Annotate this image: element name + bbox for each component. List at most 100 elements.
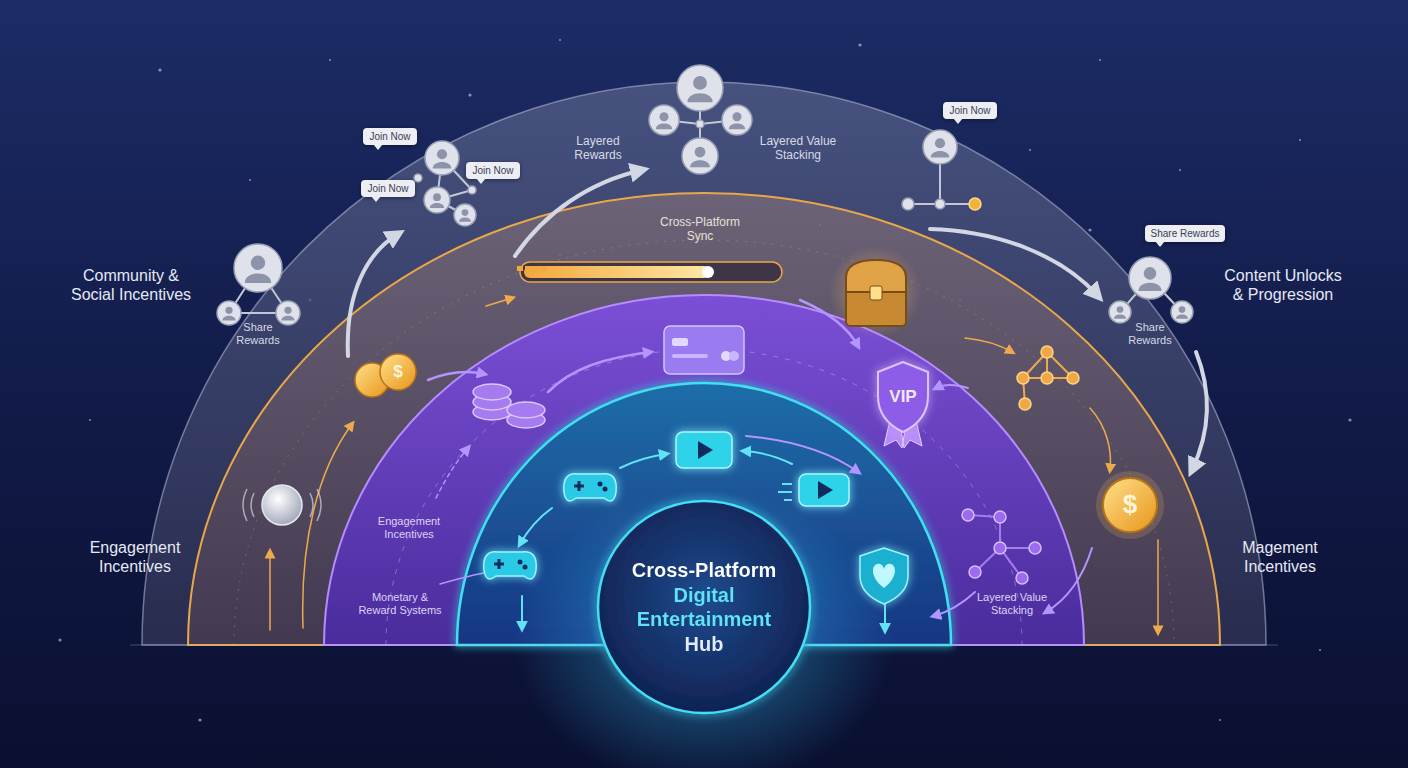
progress-tick: [541, 266, 547, 271]
star: [1088, 228, 1091, 231]
person-head: [225, 307, 232, 314]
person-disc: [1109, 301, 1131, 323]
network-dot: [1067, 372, 1079, 384]
person-icon: [923, 130, 957, 164]
band-label: Engagement Incentives: [364, 515, 454, 541]
star: [559, 39, 561, 41]
network-dot: [969, 198, 981, 210]
person-disc: [424, 187, 450, 213]
network-dot: [1017, 372, 1029, 384]
person-head: [733, 112, 742, 121]
star: [1179, 169, 1181, 171]
person-icon: [1109, 301, 1131, 323]
gamepad-button: [523, 565, 528, 570]
gamepad-button: [603, 487, 608, 492]
star: [249, 179, 251, 181]
person-head: [437, 149, 447, 159]
star: [1299, 139, 1301, 141]
coin-stack: [473, 384, 511, 400]
band-label: Monetary & Reward Systems: [355, 591, 445, 617]
progress-tick: [517, 266, 523, 271]
badge-text: VIP: [883, 387, 923, 407]
icon-caption: Layered Value Stacking: [748, 134, 848, 163]
gamepad-icon: [564, 474, 616, 501]
icon-caption: Cross-Platform Sync: [650, 215, 750, 244]
star: [198, 718, 201, 721]
coin-halo: [1096, 471, 1164, 539]
node-text: Join Now: [367, 182, 408, 195]
network-dot: [696, 120, 704, 128]
flow-arrow: [486, 298, 512, 306]
flow-arrow: [428, 372, 484, 380]
person-icon: [722, 105, 752, 135]
person-head: [462, 209, 469, 216]
network-dot: [902, 198, 914, 210]
network-dot: [935, 199, 945, 209]
person-head: [693, 76, 707, 90]
person-body: [729, 123, 746, 129]
flow-arrow: [744, 451, 792, 464]
star: [1029, 149, 1031, 151]
star: [89, 419, 91, 421]
person-body: [281, 316, 294, 321]
star: [329, 59, 331, 61]
heart-shield: [860, 548, 908, 604]
person-disc: [276, 301, 300, 325]
gamepad-icon: [484, 552, 536, 579]
play-triangle: [818, 481, 833, 499]
person-icon: [454, 204, 476, 226]
person-head: [1117, 306, 1124, 313]
person-body: [687, 93, 712, 102]
call-to-action-bubble: Join Now: [361, 180, 414, 197]
star: [468, 93, 471, 96]
person-icon: [1129, 257, 1171, 299]
network-dot: [994, 511, 1006, 523]
section-heading: Community & Social Incentives: [65, 266, 197, 304]
flow-arrow: [515, 170, 642, 256]
person-disc: [234, 244, 282, 292]
person-disc: [677, 65, 723, 111]
progress-bar: [520, 262, 782, 282]
person-disc: [923, 130, 957, 164]
gamepad-button: [598, 482, 603, 487]
icon-caption: Share Rewards: [1120, 321, 1180, 347]
person-body: [430, 203, 444, 208]
card-stripe: [672, 354, 708, 358]
person-head: [695, 147, 706, 158]
person-body: [656, 123, 673, 129]
network-dot: [414, 174, 422, 182]
section-heading: Magement Incentives: [1215, 538, 1345, 576]
person-icon: [424, 187, 450, 213]
payment-card: [664, 326, 744, 374]
person-body: [1114, 315, 1126, 319]
network-dot: [1016, 572, 1028, 584]
flow-arrow: [436, 448, 468, 498]
hub-halo: [586, 489, 822, 725]
flow-arrow: [965, 338, 1012, 352]
hub-circle: Cross-Platform Digital Entertainment Hub: [596, 499, 812, 715]
card-chip: [672, 338, 688, 346]
gold-coin: [1103, 478, 1157, 532]
network-dot: [1019, 398, 1031, 410]
person-disc: [649, 105, 679, 135]
person-body: [690, 160, 710, 167]
progress-tick: [533, 266, 539, 271]
coin-stack: [507, 402, 545, 418]
person-body: [1138, 283, 1161, 291]
coin-symbol: $: [388, 362, 408, 382]
star: [1319, 649, 1321, 651]
flow-arrow: [269, 552, 271, 630]
chest-glow: [829, 246, 921, 338]
play-button: [676, 432, 732, 468]
person-body: [459, 218, 471, 222]
person-head: [1144, 267, 1157, 280]
person-head: [251, 256, 265, 270]
star: [858, 43, 861, 46]
section-heading: Content Unlocks & Progression: [1221, 266, 1346, 304]
star: [1348, 418, 1351, 421]
coin-symbol: $: [1117, 489, 1143, 520]
flow-arrow: [936, 385, 968, 388]
hub-glow: [514, 490, 894, 768]
